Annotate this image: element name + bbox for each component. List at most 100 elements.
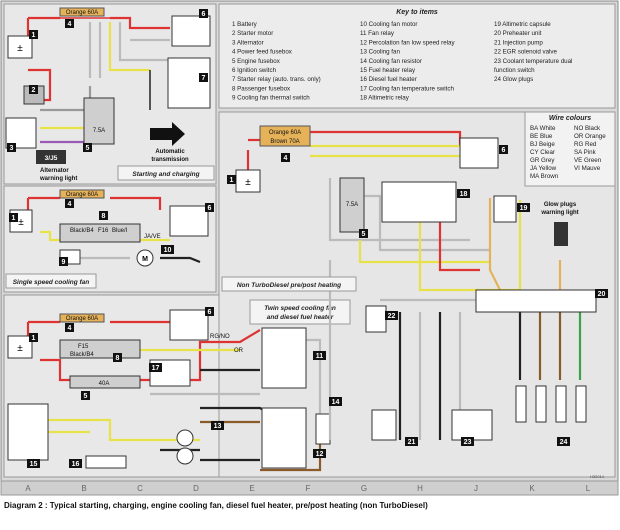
fuse-label: Orange 60A	[66, 316, 98, 322]
item-badge-box	[205, 203, 214, 212]
item-badge-box	[9, 213, 18, 222]
battery-1-twin	[7, 335, 33, 359]
alt-warning-line2: warning light	[39, 176, 77, 182]
power-fusebox-4	[259, 125, 311, 147]
key-item: 8 Passenger fusebox	[232, 85, 291, 92]
battery-1	[7, 35, 33, 59]
engine-fusebox-5	[83, 97, 115, 145]
grid-column-label: G	[361, 484, 367, 493]
item-badge-box	[29, 30, 38, 39]
starting-caption-box	[117, 165, 215, 181]
wire-colour-item: SA Pink	[574, 149, 597, 156]
low-speed-relay-12	[261, 407, 307, 469]
item-badge: 19	[520, 205, 528, 212]
battery-symbol: ±	[18, 217, 24, 228]
item-badge: 2	[32, 87, 36, 94]
item-badge: 5	[86, 145, 90, 152]
fuel-heater-relay-15	[7, 403, 49, 461]
fuse-7-5-label: 7.5A	[346, 202, 358, 208]
item-badge-box	[329, 397, 342, 406]
item-badge: 5	[362, 231, 366, 238]
key-title: Key to items	[396, 9, 438, 16]
key-item: function switch	[494, 67, 535, 74]
item-badge-box	[405, 437, 418, 446]
item-badge: 4	[68, 325, 72, 332]
grid-column-label: J	[474, 484, 478, 493]
battery-symbol: ±	[245, 177, 251, 188]
wire-colour-item: BE Blue	[530, 133, 553, 140]
wire-colours-title: Wire colours	[549, 115, 591, 122]
fuse-7-5-label: 7.5A	[93, 128, 105, 134]
wire-colour-item: OR Orange	[574, 133, 606, 140]
item-badge-box	[227, 175, 236, 184]
key-item: 12 Percolation fan low speed relay	[360, 39, 455, 46]
item-badge-box	[99, 211, 108, 220]
wire-colour-item: GR Grey	[530, 157, 555, 164]
cooling-fan-13b	[176, 447, 194, 465]
item-badge-box	[313, 351, 326, 360]
item-badge: 3	[10, 145, 14, 152]
item-badge: 21	[408, 439, 416, 446]
key-item: 21 Injection pump	[494, 39, 543, 46]
key-item: 10 Cooling fan motor	[360, 21, 417, 28]
grid-column-label: D	[193, 484, 199, 493]
auto-trans-line1: Automatic	[155, 149, 185, 155]
item-badge: 22	[388, 313, 396, 320]
item-badge-box	[199, 9, 208, 18]
ignition-switch-6	[171, 15, 211, 47]
twin-fan-caption-1: Twin speed cooling fan	[264, 305, 336, 312]
ignition-switch-6-twin	[169, 309, 209, 341]
key-item: 16 Diesel fuel heater	[360, 76, 417, 83]
wire-colour-item: NO Black	[574, 125, 601, 132]
item-badge: 4	[68, 21, 72, 28]
motor-symbol: M	[142, 256, 148, 263]
passenger-fusebox-8	[59, 223, 141, 243]
wire-colours-box	[524, 111, 616, 187]
f16-label: F16	[98, 228, 109, 234]
wire-colour-item: JA Yellow	[530, 165, 557, 172]
preheat-caption-box	[221, 276, 357, 292]
grid-column-label: K	[529, 484, 535, 493]
item-badge: 4	[284, 155, 288, 162]
key-item: 4 Power feed fusebox	[232, 49, 293, 56]
item-badge-box	[205, 307, 214, 316]
fuse-orange-60-start	[59, 7, 105, 17]
auto-trans-arrow-icon	[150, 122, 185, 146]
ja-ve-label: JA/VE	[144, 234, 161, 240]
wire-colour-item: VI Mauve	[574, 165, 601, 172]
twin-fan-caption-2: and diesel fuel heater	[267, 314, 334, 321]
starter-relay-7	[167, 57, 211, 109]
fuse-label: Orange 60A	[66, 192, 98, 198]
altimetric-capsule-19	[493, 195, 517, 223]
key-panel	[218, 3, 616, 109]
item-badge: 15	[30, 461, 38, 468]
item-badge: 7	[202, 75, 206, 82]
coolant-switch-23	[451, 409, 493, 441]
item-badge: 1	[32, 32, 36, 39]
engine-fusebox-5-preheat	[339, 177, 365, 233]
item-badge-box	[65, 19, 74, 28]
glow-warning-line2: warning light	[540, 210, 578, 216]
item-badge: 12	[316, 451, 324, 458]
item-badge: 1	[12, 215, 16, 222]
twin-fan-caption-box	[249, 299, 351, 325]
ignition-switch-6-single	[169, 205, 209, 237]
item-badge: 20	[598, 291, 606, 298]
item-badge-box	[359, 229, 368, 238]
item-badge-box	[65, 199, 74, 208]
injection-pump-21	[371, 409, 397, 441]
preheater-unit-20	[475, 289, 597, 313]
item-badge: 6	[208, 309, 212, 316]
wire-colour-item: RG Red	[574, 141, 597, 148]
item-badge: 16	[72, 461, 80, 468]
black-b4-label: Black/B4	[70, 352, 94, 358]
key-item: 24 Glow plugs	[494, 76, 533, 83]
battery-symbol: ±	[17, 343, 23, 354]
item-badge-box	[595, 289, 608, 298]
item-badge-box	[29, 85, 38, 94]
ignition-switch-6-preheat	[459, 137, 499, 169]
alt-warning-line1: Alternator	[40, 168, 69, 174]
